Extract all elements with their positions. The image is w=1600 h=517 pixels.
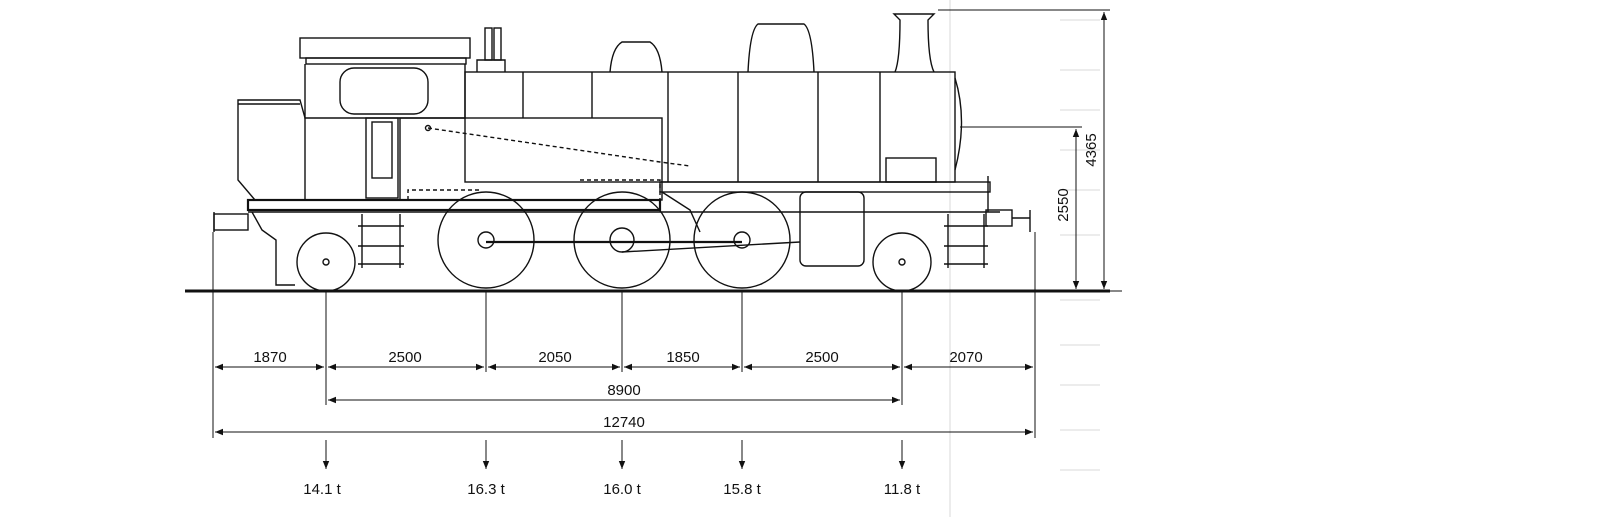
- leading-wheel: [872, 232, 932, 292]
- axle-load-1: 14.1 t: [303, 481, 341, 498]
- running-board: [246, 198, 662, 212]
- rear-steps: [358, 214, 404, 268]
- connecting-rod: [621, 241, 801, 253]
- front-steps: [944, 214, 988, 268]
- overall-length-label: 12740: [603, 414, 645, 431]
- cab: [304, 64, 466, 119]
- locomotive-outline: [213, 13, 1031, 292]
- dim-label-3: 2050: [538, 349, 571, 366]
- driving-wheel-3: [693, 191, 791, 289]
- driving-wheel-1: [437, 191, 535, 289]
- axle-load-labels: 14.1 t 16.3 t 16.0 t 15.8 t 11.8 t: [303, 481, 921, 498]
- background-show-through: [949, 0, 1100, 517]
- dim-label-2: 2500: [388, 349, 421, 366]
- driving-wheel-2: [573, 191, 671, 289]
- cylinder: [799, 191, 865, 267]
- height-4365-label: 4365: [1083, 133, 1100, 166]
- dim-label-1: 1870: [253, 349, 286, 366]
- axle-load-3: 16.0 t: [603, 481, 641, 498]
- dim-label-5: 2500: [805, 349, 838, 366]
- boiler: [464, 71, 956, 183]
- axle-load-2: 16.3 t: [467, 481, 505, 498]
- axle-load-4: 15.8 t: [723, 481, 761, 498]
- safety-valve: [476, 59, 506, 72]
- chimney: [892, 13, 936, 73]
- axle-load-5: 11.8 t: [884, 481, 921, 498]
- sand-dome: [747, 23, 815, 73]
- dim-label-6: 2070: [949, 349, 982, 366]
- trailing-wheel: [296, 232, 356, 292]
- dimension-labels: 1870 2500 2050 1850 2500 2070 8900 12740…: [253, 133, 1100, 431]
- height-2550-label: 2550: [1055, 188, 1072, 221]
- steam-dome: [609, 41, 663, 73]
- dim-label-4: 1850: [666, 349, 699, 366]
- wheelbase-label: 8900: [607, 382, 640, 399]
- side-tank: [399, 117, 663, 201]
- coal-bunker: [237, 99, 306, 201]
- cab-roof: [299, 37, 471, 59]
- dimension-lines: [212, 9, 1122, 469]
- cab-window: [339, 67, 429, 115]
